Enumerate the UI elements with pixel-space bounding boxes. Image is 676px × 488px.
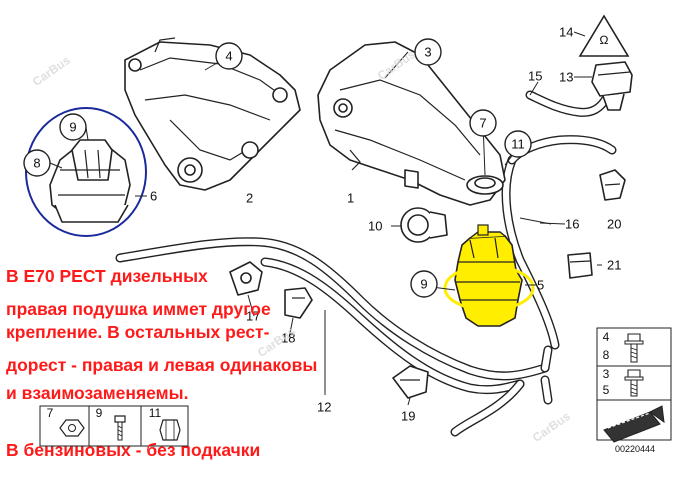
note-line-5: и взаимозаменяемы.	[6, 383, 189, 403]
fastener-legend-bottom: 7 9 11	[39, 405, 189, 447]
engine-mount-right-5	[454, 224, 523, 327]
label-16: 16	[565, 217, 579, 232]
engine-bracket-1	[317, 41, 506, 206]
callout-9-left-label: 9	[69, 120, 76, 135]
label-18: 18	[281, 331, 295, 346]
label-2: 2	[246, 191, 253, 206]
label-21: 21	[607, 258, 621, 273]
legend-right-4: 4	[603, 330, 610, 344]
label-19: 19	[401, 409, 415, 424]
flange-bolt-icon	[624, 333, 644, 363]
legend-right-3: 3	[603, 367, 610, 381]
callout-9-left: 9	[59, 113, 87, 141]
catalog-number: 00220444	[614, 444, 656, 454]
clip-18	[284, 287, 313, 319]
label-15: 15	[528, 69, 542, 84]
label-17: 17	[246, 309, 260, 324]
clip-17	[229, 261, 263, 296]
callout-8-label: 8	[33, 156, 40, 171]
label-14: 14	[559, 25, 573, 40]
legend-right-8: 8	[603, 348, 610, 362]
hex-nut-icon	[159, 419, 181, 441]
engine-mount-left-6	[49, 139, 131, 223]
highlight-circle-left-mount	[25, 107, 147, 237]
clip-21	[567, 252, 593, 279]
callout-3: 3	[414, 38, 442, 66]
engine-bracket-2	[124, 37, 301, 191]
fastener-legend-right: 4 8 3 5	[596, 327, 672, 443]
short-bolt-icon	[624, 369, 644, 397]
callout-7-label: 7	[479, 116, 486, 131]
direction-arrow-icon	[603, 405, 665, 443]
vacuum-hose-15	[525, 90, 610, 117]
note-line-2: правая подушка иммет другое	[6, 299, 271, 319]
flange-nut-icon	[59, 419, 85, 437]
note-petrol: В бензиновых - без подкачки	[6, 440, 261, 460]
vacuum-hose-12	[115, 237, 553, 437]
callout-4: 4	[215, 42, 243, 70]
callout-4-label: 4	[225, 49, 232, 64]
solenoid-valve-13	[591, 61, 633, 111]
note-line-3: крепление. В остальных рест-	[6, 322, 270, 342]
warning-label-14: Ω	[578, 14, 630, 57]
callout-8: 8	[23, 149, 51, 177]
label-5: 5	[537, 278, 544, 293]
legend-bottom-7: 7	[47, 406, 54, 420]
svg-text:Ω: Ω	[599, 33, 608, 47]
label-13: 13	[559, 70, 573, 85]
note-line-1: В E70 РЕСТ дизельных	[6, 266, 208, 286]
clip-20	[599, 169, 626, 201]
label-20: 20	[607, 217, 621, 232]
part-10-rubber-plug	[400, 207, 448, 243]
legend-right-5: 5	[603, 383, 610, 397]
legend-bottom-11: 11	[149, 406, 162, 420]
callout-9-right-label: 9	[420, 277, 427, 292]
legend-bottom-9: 9	[96, 406, 103, 420]
callout-9-right: 9	[410, 270, 438, 298]
callout-7: 7	[469, 109, 497, 137]
label-10: 10	[368, 219, 382, 234]
callout-11: 11	[504, 130, 532, 158]
callout-3-label: 3	[424, 45, 431, 60]
label-12: 12	[317, 400, 331, 415]
label-6: 6	[150, 189, 157, 204]
note-line-4: дорест - правая и левая одинаковы	[6, 355, 318, 375]
label-1: 1	[347, 191, 354, 206]
vacuum-hose-16	[501, 135, 617, 350]
hose-clamp-19	[392, 365, 429, 399]
bolt-icon	[114, 415, 126, 441]
highlight-yellow-ring	[443, 264, 535, 312]
callout-11-label: 11	[511, 137, 525, 152]
